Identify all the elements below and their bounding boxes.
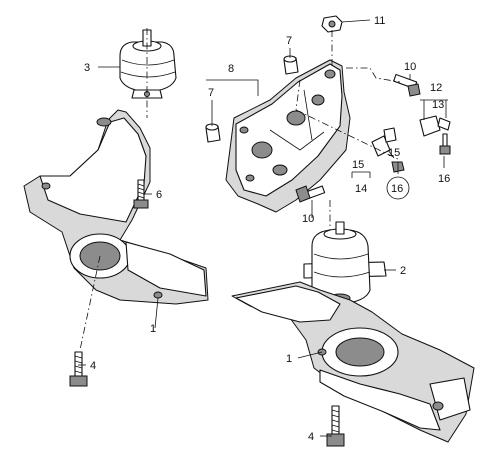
bolt-6 [133, 179, 149, 209]
bolt-4-left [69, 351, 88, 387]
callout-15-left: 15 [352, 159, 364, 171]
nut-11 [321, 15, 343, 33]
callout-10-upper: 10 [404, 61, 416, 73]
callout-15-right: 15 [388, 147, 400, 159]
callout-7-left: 7 [208, 87, 214, 99]
callout-3: 3 [84, 62, 90, 74]
subframe-right [231, 281, 475, 443]
clip-13 [419, 115, 451, 137]
callout-11: 11 [374, 15, 385, 27]
callout-4-left: 4 [90, 360, 96, 372]
engine-bracket-right [225, 59, 351, 213]
bushing-7-top [283, 55, 299, 75]
clip-14 [371, 127, 397, 157]
bolt-16 [439, 133, 451, 155]
callout-16: 16 [438, 173, 450, 185]
callout-16-circled: 16 [391, 183, 403, 195]
bushing-7-left [205, 123, 221, 143]
callout-2: 2 [400, 265, 406, 277]
callout-4-right: 4 [308, 431, 314, 443]
callout-1-right: 1 [286, 353, 292, 365]
callout-6: 6 [156, 189, 162, 201]
engine-mount-left [119, 29, 177, 99]
bolt-10-upper [393, 73, 421, 97]
callout-1-left: 1 [150, 323, 156, 335]
callout-13: 13 [432, 99, 444, 111]
callout-10-lower: 10 [302, 213, 314, 225]
callout-7-top: 7 [286, 35, 292, 47]
callout-8: 8 [228, 63, 234, 75]
engine-mount-right [303, 221, 387, 305]
bolt-4-right [326, 405, 345, 447]
bolt-10-lower [295, 185, 326, 203]
callout-14: 14 [355, 183, 367, 195]
subframe-left [23, 109, 209, 305]
callout-12: 12 [430, 82, 442, 94]
